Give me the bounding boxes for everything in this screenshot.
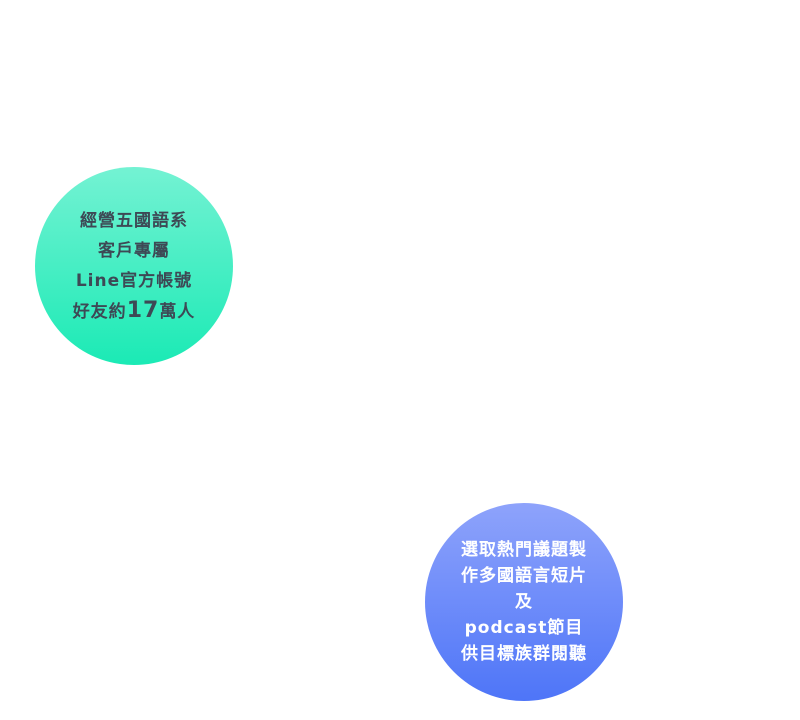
multilingual-content-bubble: 選取熱門議題製 作多國語言短片 及 podcast節目 供目標族群閱聽 — [425, 503, 623, 701]
bubble-text-line: Line官方帳號 — [75, 270, 193, 291]
bubble-text-line: 供目標族群閱聽 — [461, 644, 587, 664]
bubble-text-line: 選取熱門議題製 — [461, 540, 587, 560]
follower-count-prefix: 好友約 — [72, 301, 127, 322]
bubble-text-line: 經營五國語系 — [80, 210, 188, 231]
bubble-text-line: 客戶專屬 — [98, 240, 170, 261]
bubble-text-line: 及 — [515, 592, 533, 612]
line-official-account-bubble: 經營五國語系 客戶專屬 Line官方帳號 好友約17萬人 — [35, 167, 233, 365]
follower-count-number: 17 — [126, 297, 160, 323]
follower-count-line: 好友約17萬人 — [73, 296, 196, 327]
bubble-text-line: 作多國語言短片 — [461, 566, 587, 586]
follower-count-suffix: 萬人 — [159, 301, 196, 322]
bubble-text-line: podcast節目 — [464, 618, 584, 638]
